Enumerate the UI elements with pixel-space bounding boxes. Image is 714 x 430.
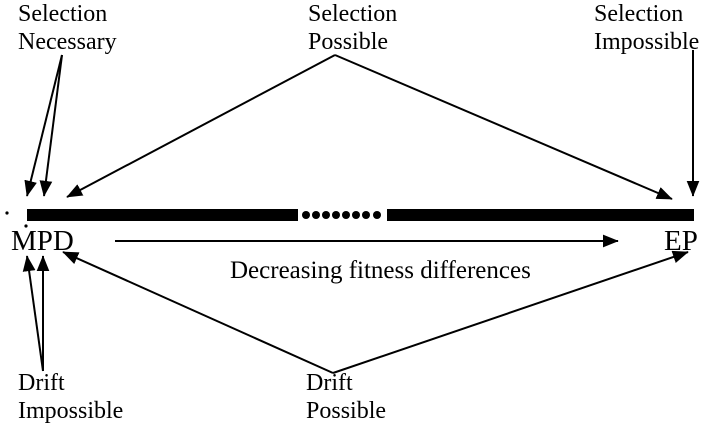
label-drift-impossible: Drift Impossible (18, 369, 123, 425)
arrow-selection-possible-left (66, 54, 336, 198)
label-drift-possible-line2: Possible (306, 398, 387, 424)
label-drift-possible-line1: Drift (306, 370, 353, 396)
label-selection-necessary-line2: Necessary (18, 29, 117, 55)
label-selection-necessary-line1: Selection (18, 1, 108, 27)
endpoint-label-ep: EP (664, 225, 698, 257)
stray-dot-below-bar (24, 224, 28, 228)
arrow-drift-possible-right (332, 250, 689, 374)
stray-dot-left (5, 211, 9, 215)
label-selection-possible-line2: Possible (308, 29, 389, 55)
label-selection-necessary: Selection Necessary (18, 0, 117, 56)
label-selection-impossible-line1: Selection (594, 1, 684, 27)
arrow-selection-necessary-2 (39, 54, 63, 197)
label-drift-impossible-line2: Impossible (18, 398, 124, 424)
axis-caption: Decreasing fitness differences (230, 257, 531, 284)
label-selection-possible: Selection Possible (308, 0, 397, 56)
continuum-bar-dotted-section (302, 211, 381, 219)
continuum-bar-right-segment (387, 209, 694, 221)
arrow-drift-possible-left (62, 251, 334, 374)
label-selection-possible-line1: Selection (308, 1, 398, 27)
arrow-selection-necessary-1 (24, 54, 63, 197)
arrow-selection-possible-right (334, 54, 673, 200)
endpoint-label-mpd: MPD (11, 225, 74, 257)
arrow-drift-impossible-1 (22, 255, 44, 372)
label-selection-impossible: Selection Impossible (594, 0, 699, 56)
label-drift-impossible-line1: Drift (18, 370, 65, 396)
label-drift-possible: Drift Possible (306, 369, 386, 425)
label-selection-impossible-line2: Impossible (594, 29, 700, 55)
continuum-bar-left-segment (27, 209, 298, 221)
